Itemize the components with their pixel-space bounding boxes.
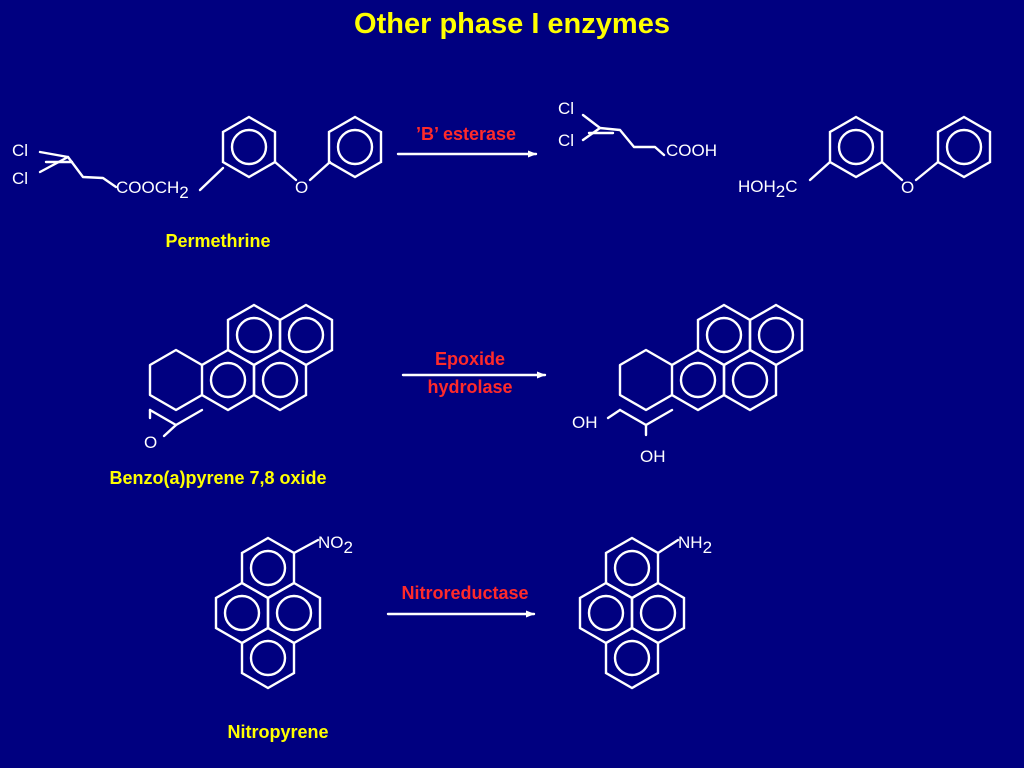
product-acid-structure: Cl Cl COOH	[558, 99, 717, 160]
hydroxyl-label: OH	[572, 413, 598, 432]
enzyme-label-nitroreductase: Nitroreductase	[401, 583, 528, 603]
acid-label: COOH	[666, 141, 717, 160]
substrate-name-nitropyrene: Nitropyrene	[227, 722, 328, 742]
cl-label: Cl	[12, 141, 28, 160]
slide-title: Other phase I enzymes	[354, 8, 670, 40]
epoxide-oxygen-label: O	[144, 433, 157, 452]
enzyme-label-epoxide-hydrolase-line1: Epoxide	[435, 349, 505, 369]
alcohol-label: HOH2C	[738, 177, 798, 201]
amino-group-label: NH2	[678, 533, 712, 557]
ether-oxygen-label: O	[295, 178, 308, 197]
ester-label: COOCH2	[116, 178, 189, 202]
product-alcohol-structure: HOH2C O	[738, 115, 992, 201]
dihydrodiol-structure: OH OH	[572, 303, 804, 466]
cl-label: Cl	[12, 169, 28, 188]
benzopyrene-oxide-structure: O	[144, 303, 334, 452]
hydroxyl-label: OH	[640, 447, 666, 466]
permethrine-structure: Cl Cl COOCH2 O	[12, 115, 383, 202]
enzyme-label-epoxide-hydrolase-line2: hydrolase	[427, 377, 512, 397]
cl-label: Cl	[558, 131, 574, 150]
substrate-name-benzopyrene-oxide: Benzo(a)pyrene 7,8 oxide	[109, 468, 326, 488]
nitropyrene-structure: NO2	[214, 533, 353, 690]
substrate-name-permethrine: Permethrine	[165, 231, 270, 251]
ether-oxygen-label: O	[901, 178, 914, 197]
nitro-group-label: NO2	[318, 533, 353, 557]
cl-label: Cl	[558, 99, 574, 118]
aminopyrene-structure: NH2	[578, 533, 712, 690]
enzyme-label-esterase: ’B’ esterase	[416, 124, 516, 144]
